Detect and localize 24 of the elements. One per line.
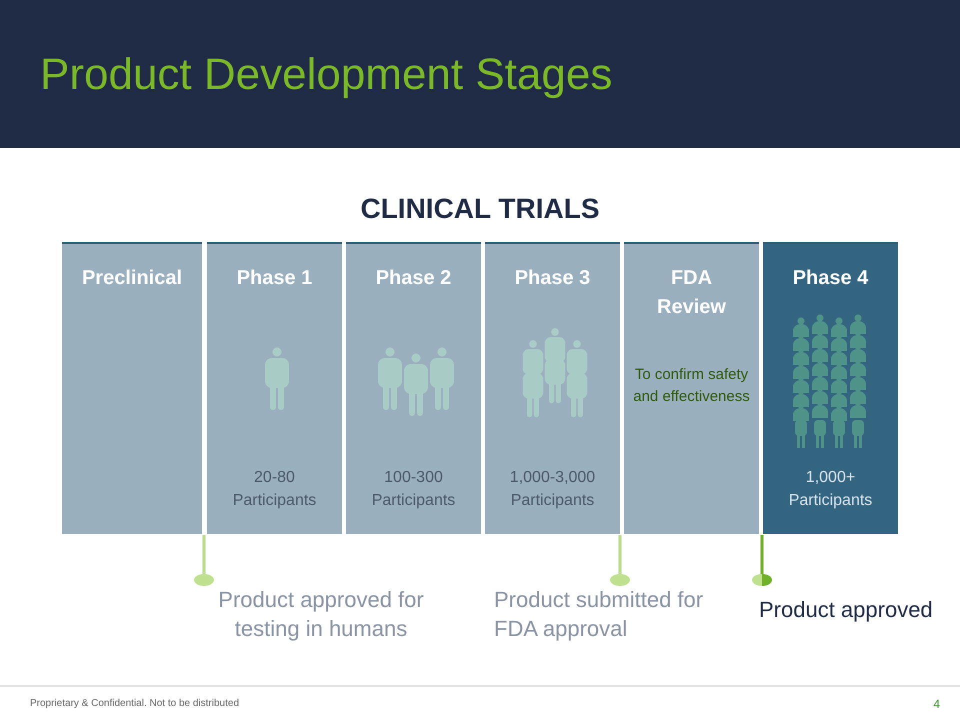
section-heading: CLINICAL TRIALS — [359, 193, 601, 225]
participant-count: 100-300 Participants — [370, 468, 456, 511]
stage-note: To confirm safety and effectiveness — [632, 365, 751, 407]
participant-count: 20-80 Participants — [232, 468, 318, 511]
milestone-text: Product approved — [759, 597, 934, 623]
title: Product Development Stages — [40, 50, 612, 100]
page-number: 4 — [932, 697, 940, 711]
stage-column — [624, 242, 759, 534]
stage-column — [346, 242, 481, 534]
milestone-text: Product approved for testing in humans — [217, 586, 425, 643]
stage-heading: Phase 2 — [374, 266, 452, 291]
footer-note: Proprietary & Confidential. Not to be distributed — [30, 698, 240, 709]
stage-heading: FDA Review — [656, 266, 727, 320]
stage-heading: Phase 1 — [236, 266, 314, 291]
stage-heading: Phase 4 — [792, 266, 870, 291]
stage-column — [763, 242, 898, 534]
stage-column — [485, 242, 620, 534]
milestone-text: Product submitted for FDA approval — [494, 586, 704, 643]
stage-heading: Preclinical — [80, 266, 184, 291]
stage-heading: Phase 3 — [514, 266, 592, 291]
participant-count: 1,000+ Participants — [788, 468, 874, 511]
participant-count: 1,000-3,000 Participants — [508, 468, 596, 511]
stage-column — [207, 242, 342, 534]
stage-column — [62, 242, 202, 534]
